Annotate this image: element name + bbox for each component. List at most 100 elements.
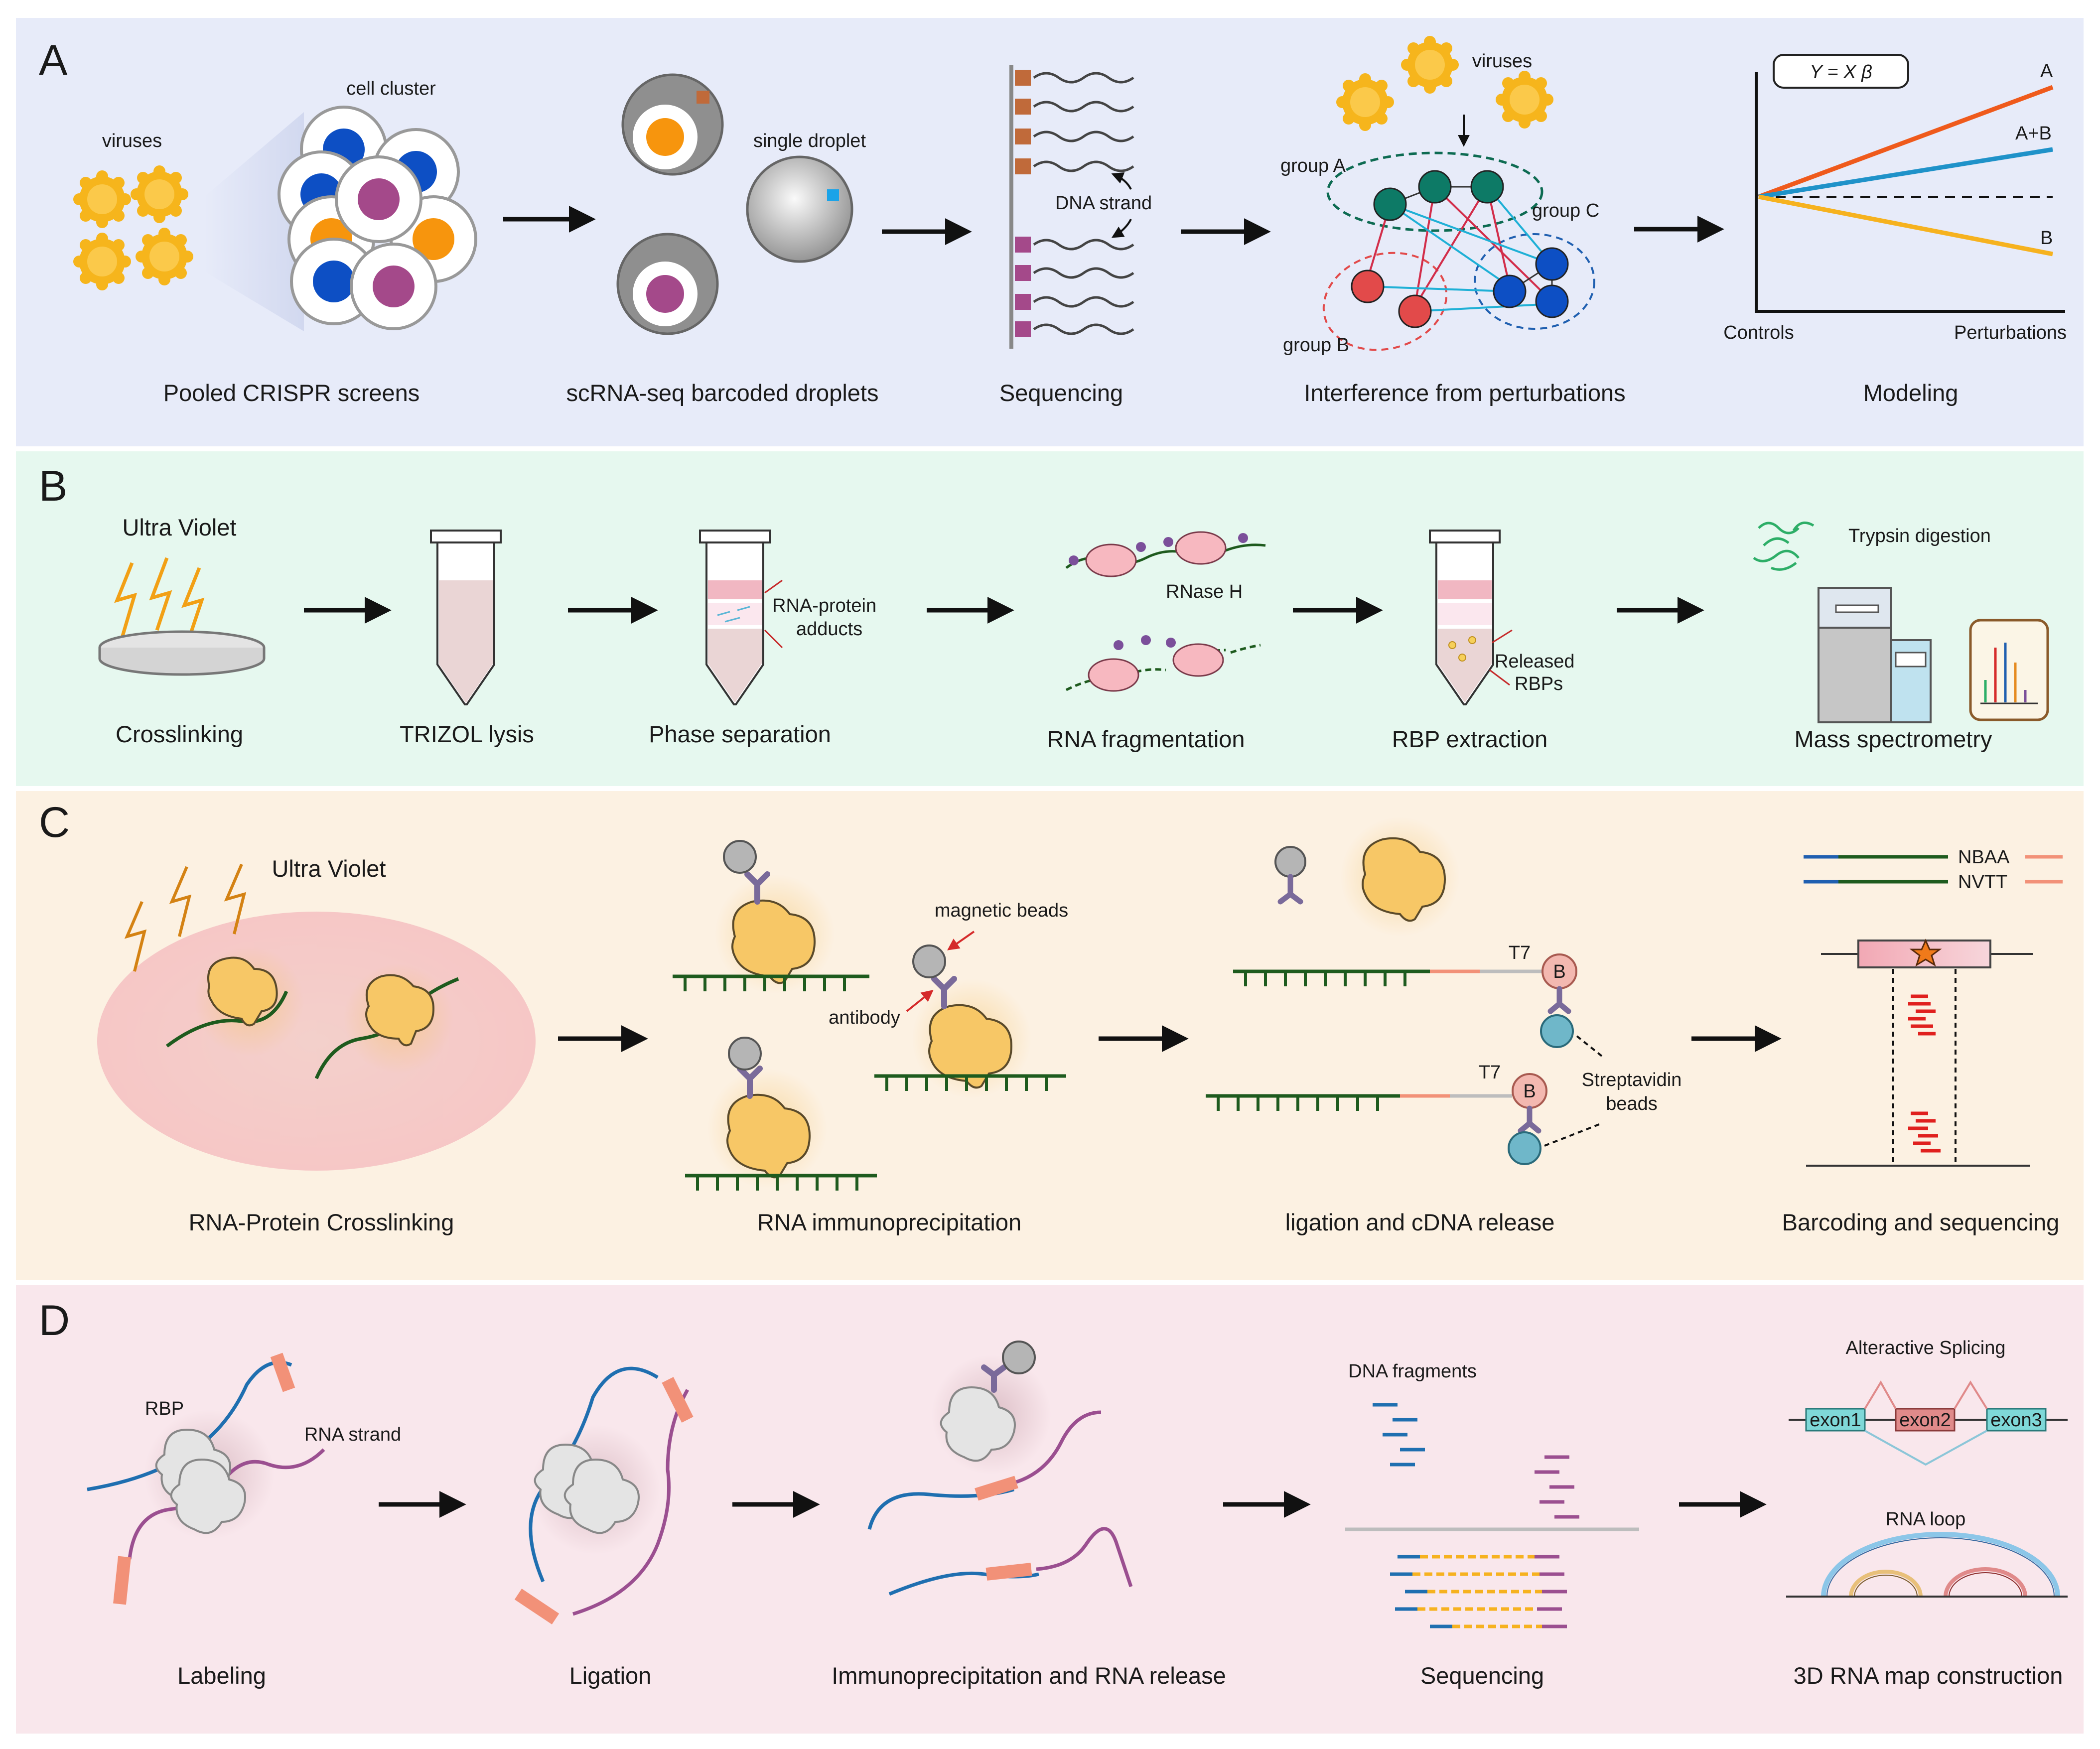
rbp-extraction-tube (1429, 530, 1513, 705)
panel-b-background (16, 451, 2084, 786)
series-label-b: B (2040, 228, 2053, 249)
exon1-label: exon1 (1810, 1410, 1861, 1431)
antibody-label: antibody (829, 1007, 900, 1028)
petri-dish (98, 630, 266, 676)
exon3-label: exon3 (1990, 1410, 2042, 1431)
plot-axes (1755, 72, 2065, 313)
rnase-h-label: RNase H (1166, 581, 1243, 602)
caption-rna-ip: RNA immunoprecipitation (757, 1209, 1021, 1235)
labeling-complex (87, 1352, 325, 1605)
spectrum-chart-icon (1969, 619, 2049, 721)
alt-splicing-label: Alteractive Splicing (1845, 1338, 2005, 1358)
x-label-controls: Controls (1723, 322, 1794, 343)
panel-b-letter: B (39, 462, 67, 510)
ultra-violet-label-c: Ultra Violet (272, 855, 386, 882)
ligation-complex (514, 1366, 694, 1624)
caption-barcoding: Barcoding and sequencing (1782, 1209, 2060, 1235)
equation-box (1773, 54, 1909, 89)
biotin-label-bottom: B (1523, 1081, 1536, 1102)
caption-pooled-crispr: Pooled CRISPR screens (163, 380, 420, 406)
caption-phase-separation: Phase separation (649, 721, 831, 747)
t7-label-top: T7 (1509, 942, 1531, 963)
panel-b: B Ultra Violet Crosslinking TRIZOL lysis (16, 451, 2084, 786)
rbps-label: RBPs (1515, 673, 1563, 694)
sequencing-strands (1009, 65, 1134, 349)
group-b-label: group B (1283, 335, 1349, 356)
viruses-label: viruses (102, 131, 162, 151)
uv-lightning-icon (124, 863, 247, 972)
modeling-plot: Y = X β A A+B B Controls Perturbations (1723, 54, 2067, 343)
caption-rbp-extraction: RBP extraction (1392, 726, 1548, 752)
rna-protein-label: RNA-protein (772, 595, 876, 616)
biotin-label-top: B (1553, 961, 1565, 982)
caption-trizol: TRIZOL lysis (400, 721, 534, 747)
streptavidin-label: Streptavidin (1582, 1070, 1682, 1090)
dna-fragments-label: DNA fragments (1348, 1361, 1477, 1382)
trypsin-peptides-icon (1753, 521, 1815, 571)
panel-c: C Ultra Violet RNA-Protein Crosslinking (16, 791, 2084, 1280)
series-line-a (1758, 85, 2054, 199)
caption-ligation: ligation and cDNA release (1285, 1209, 1555, 1235)
group-a-label: group A (1280, 155, 1346, 176)
splicing-diagram (1789, 1380, 2068, 1466)
caption-labeling: Labeling (177, 1662, 266, 1689)
phase-separation-tube (699, 530, 783, 705)
t7-label-bottom: T7 (1479, 1062, 1501, 1083)
caption-interference: Interference from perturbations (1304, 380, 1625, 406)
panel-d-letter: D (39, 1297, 70, 1345)
trizol-tube (430, 530, 502, 705)
cell-cluster (278, 106, 477, 330)
barcoded-droplet (616, 73, 724, 335)
caption-rna-fragmentation: RNA fragmentation (1047, 726, 1245, 752)
ultra-violet-label: Ultra Violet (122, 514, 236, 540)
zoom-cone (204, 112, 304, 331)
caption-sequencing: Sequencing (999, 380, 1123, 406)
equation-label: Y = X β (1810, 62, 1872, 83)
panel-c-letter: C (39, 799, 70, 846)
cell-cluster-label: cell cluster (346, 78, 436, 99)
group-c-label: group C (1532, 200, 1599, 221)
barcoding-sequencing (1804, 855, 2063, 1167)
rna-fragmentation (1065, 531, 1266, 692)
interaction-network (1322, 151, 1595, 351)
nbaa-label: NBAA (1958, 847, 2010, 868)
magnetic-beads-label: magnetic beads (935, 900, 1068, 921)
beads-label: beads (1606, 1093, 1658, 1114)
dna-fragments (1345, 1403, 1639, 1628)
series-line-b (1758, 194, 2053, 257)
exon2-label: exon2 (1899, 1410, 1951, 1431)
exon3-box (1986, 1408, 2047, 1432)
series-label-a: A (2040, 61, 2053, 82)
caption-ip-release: Immunoprecipitation and RNA release (832, 1662, 1226, 1689)
cell-oval (97, 912, 536, 1171)
adducts-label: adducts (796, 619, 862, 640)
trypsin-label: Trypsin digestion (1848, 526, 1991, 546)
caption-3d-map: 3D RNA map construction (1794, 1662, 2063, 1689)
released-label: Released (1495, 651, 1575, 672)
exon1-box (1805, 1408, 1866, 1432)
panel-a: A viruses cell cluster Pooled CRISPR scr… (16, 18, 2084, 446)
series-line-ab (1758, 147, 2053, 199)
ligation-cdna (1206, 817, 1603, 1165)
dna-strand-label: DNA strand (1055, 193, 1152, 214)
panel-d: D RBP RNA strand Labeling (16, 1285, 2084, 1734)
single-droplet-label: single droplet (753, 131, 866, 151)
rna-loop-diagram (1786, 1532, 2068, 1598)
series-label-ab: A+B (2015, 123, 2052, 144)
panel-a-letter: A (39, 36, 68, 84)
viruses-label-2: viruses (1472, 51, 1532, 72)
uv-lightning-icon (114, 557, 205, 639)
nvtt-label: NVTT (1958, 872, 2007, 893)
rna-strand-label: RNA strand (304, 1424, 401, 1445)
protein-rna-complex (165, 946, 459, 1079)
rna-loop-label: RNA loop (1886, 1509, 1966, 1530)
single-droplet (746, 155, 853, 263)
ip-rna-release (867, 1341, 1133, 1596)
panel-d-background (16, 1285, 2084, 1734)
caption-ligation-d: Ligation (569, 1662, 652, 1689)
x-label-perturbations: Perturbations (1954, 322, 2067, 343)
rbp-label: RBP (145, 1398, 184, 1419)
caption-scrna-seq: scRNA-seq barcoded droplets (566, 380, 879, 406)
exon2-box (1895, 1408, 1956, 1432)
